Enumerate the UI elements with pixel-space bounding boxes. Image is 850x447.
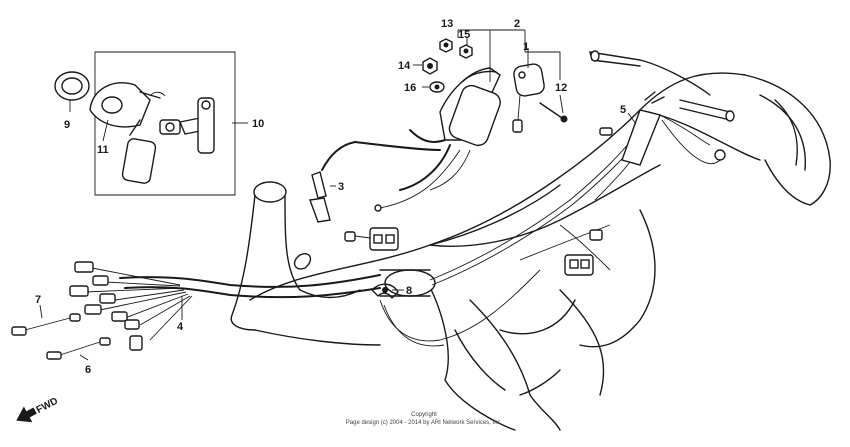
label-4: 4 — [177, 321, 184, 333]
label-10: 10 — [252, 118, 264, 130]
leader-lines — [39, 29, 637, 361]
label-11: 11 — [97, 144, 109, 156]
label-2: 2 — [514, 18, 520, 30]
part-8-clamp — [371, 283, 399, 299]
label-3: 3 — [338, 181, 344, 193]
part-10-key — [159, 97, 215, 154]
label-1: 1 — [523, 41, 529, 53]
ignition-coil — [354, 67, 501, 212]
harness-connectors — [69, 261, 143, 351]
label-7: 7 — [35, 294, 41, 306]
washer-16 — [429, 81, 445, 93]
part-9-ring — [54, 71, 90, 101]
inset-box — [94, 51, 236, 196]
label-12: 12 — [555, 82, 567, 94]
part-3-plug-cap — [309, 141, 356, 223]
label-15: 15 — [458, 29, 470, 41]
label-5: 5 — [620, 104, 626, 116]
fwd-label: FWD — [35, 396, 60, 416]
label-6: 6 — [85, 364, 91, 376]
fwd-arrow: FWD — [16, 396, 60, 423]
frame-body — [230, 50, 831, 431]
copyright-line-2: Page design (c) 2004 - 2014 by ARI Netwo… — [346, 420, 503, 426]
nut-15 — [459, 44, 473, 59]
label-14: 14 — [398, 60, 411, 72]
nut-14 — [422, 57, 438, 75]
part-1-connector — [512, 63, 545, 133]
rectifier-block — [344, 227, 399, 251]
label-16: 16 — [404, 82, 416, 94]
copyright-line-1: Copyright — [411, 412, 437, 418]
part-7-wire — [11, 313, 81, 336]
nut-13 — [439, 38, 453, 53]
label-8: 8 — [406, 285, 412, 297]
wire-harness — [84, 129, 645, 347]
frame-connector — [564, 229, 603, 276]
part-11-switch — [89, 82, 166, 184]
label-9: 9 — [64, 119, 70, 131]
part-5-pickup — [594, 91, 726, 201]
label-13: 13 — [441, 18, 453, 30]
part-12-bolt — [539, 102, 568, 123]
part-6-wire — [46, 337, 111, 360]
